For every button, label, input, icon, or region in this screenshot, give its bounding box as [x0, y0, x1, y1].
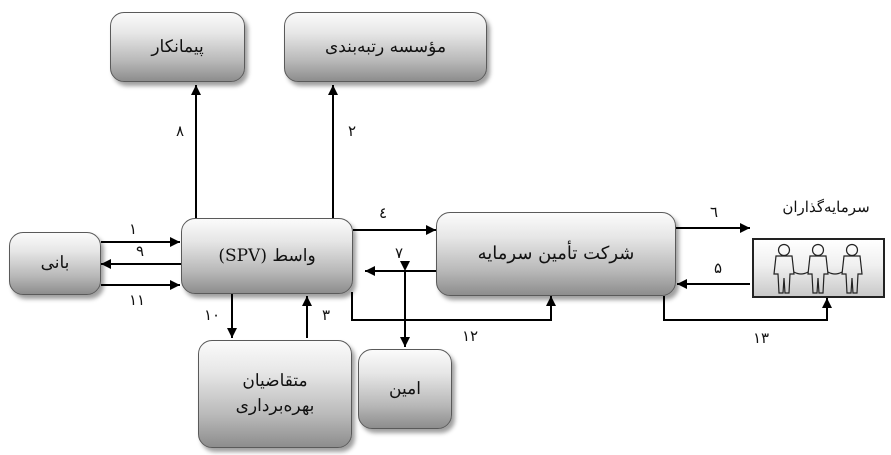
contractor-label: پیمانکار — [151, 36, 204, 57]
edge-label-1: ۱ — [128, 220, 138, 238]
applicants-label-line1: متقاضیان — [242, 371, 308, 392]
investors-box — [752, 238, 885, 298]
edge-label-6: ٦ — [709, 203, 719, 221]
financing-company-box: شرکت تأمین سرمایه — [436, 212, 676, 296]
contractor-box: پیمانکار — [110, 12, 245, 82]
investors-caption: سرمایه‌گذاران — [782, 198, 870, 216]
spv-box: واسط (SPV) — [181, 218, 353, 294]
rating-agency-label: مؤسسه رتبه‌بندی — [324, 36, 447, 57]
spv-label: واسط (SPV) — [218, 245, 316, 266]
people-group-icon — [773, 243, 863, 294]
trustee-label: امین — [389, 378, 421, 399]
edge-label-12: ۱۲ — [461, 327, 479, 345]
sponsor-label: بانی — [40, 253, 70, 274]
edge-label-8: ۸ — [175, 122, 185, 140]
rating-agency-box: مؤسسه رتبه‌بندی — [284, 12, 487, 82]
edge-label-13: ۱۳ — [752, 329, 770, 347]
arrow-spv-to-financing-bottom — [351, 292, 556, 321]
edge-label-10: ۱۰ — [203, 306, 221, 324]
arrow-financing-to-investors-bottom — [663, 296, 832, 321]
edge-label-3: ۳ — [321, 306, 331, 324]
financing-company-label: شرکت تأمین سرمایه — [477, 242, 635, 264]
edge-label-11: ۱۱ — [128, 291, 146, 309]
edge-label-2: ۲ — [347, 122, 357, 140]
applicants-box: متقاضیان بهره‌برداری — [198, 340, 352, 448]
edge-label-9: ۹ — [135, 242, 145, 260]
edge-label-5: ۵ — [713, 259, 723, 277]
applicants-label-line2: بهره‌برداری — [235, 396, 315, 416]
sponsor-box: بانی — [9, 232, 101, 295]
trustee-box: امین — [358, 349, 452, 429]
edge-label-4: ٤ — [378, 204, 388, 222]
edge-label-7: ۷ — [394, 244, 404, 262]
